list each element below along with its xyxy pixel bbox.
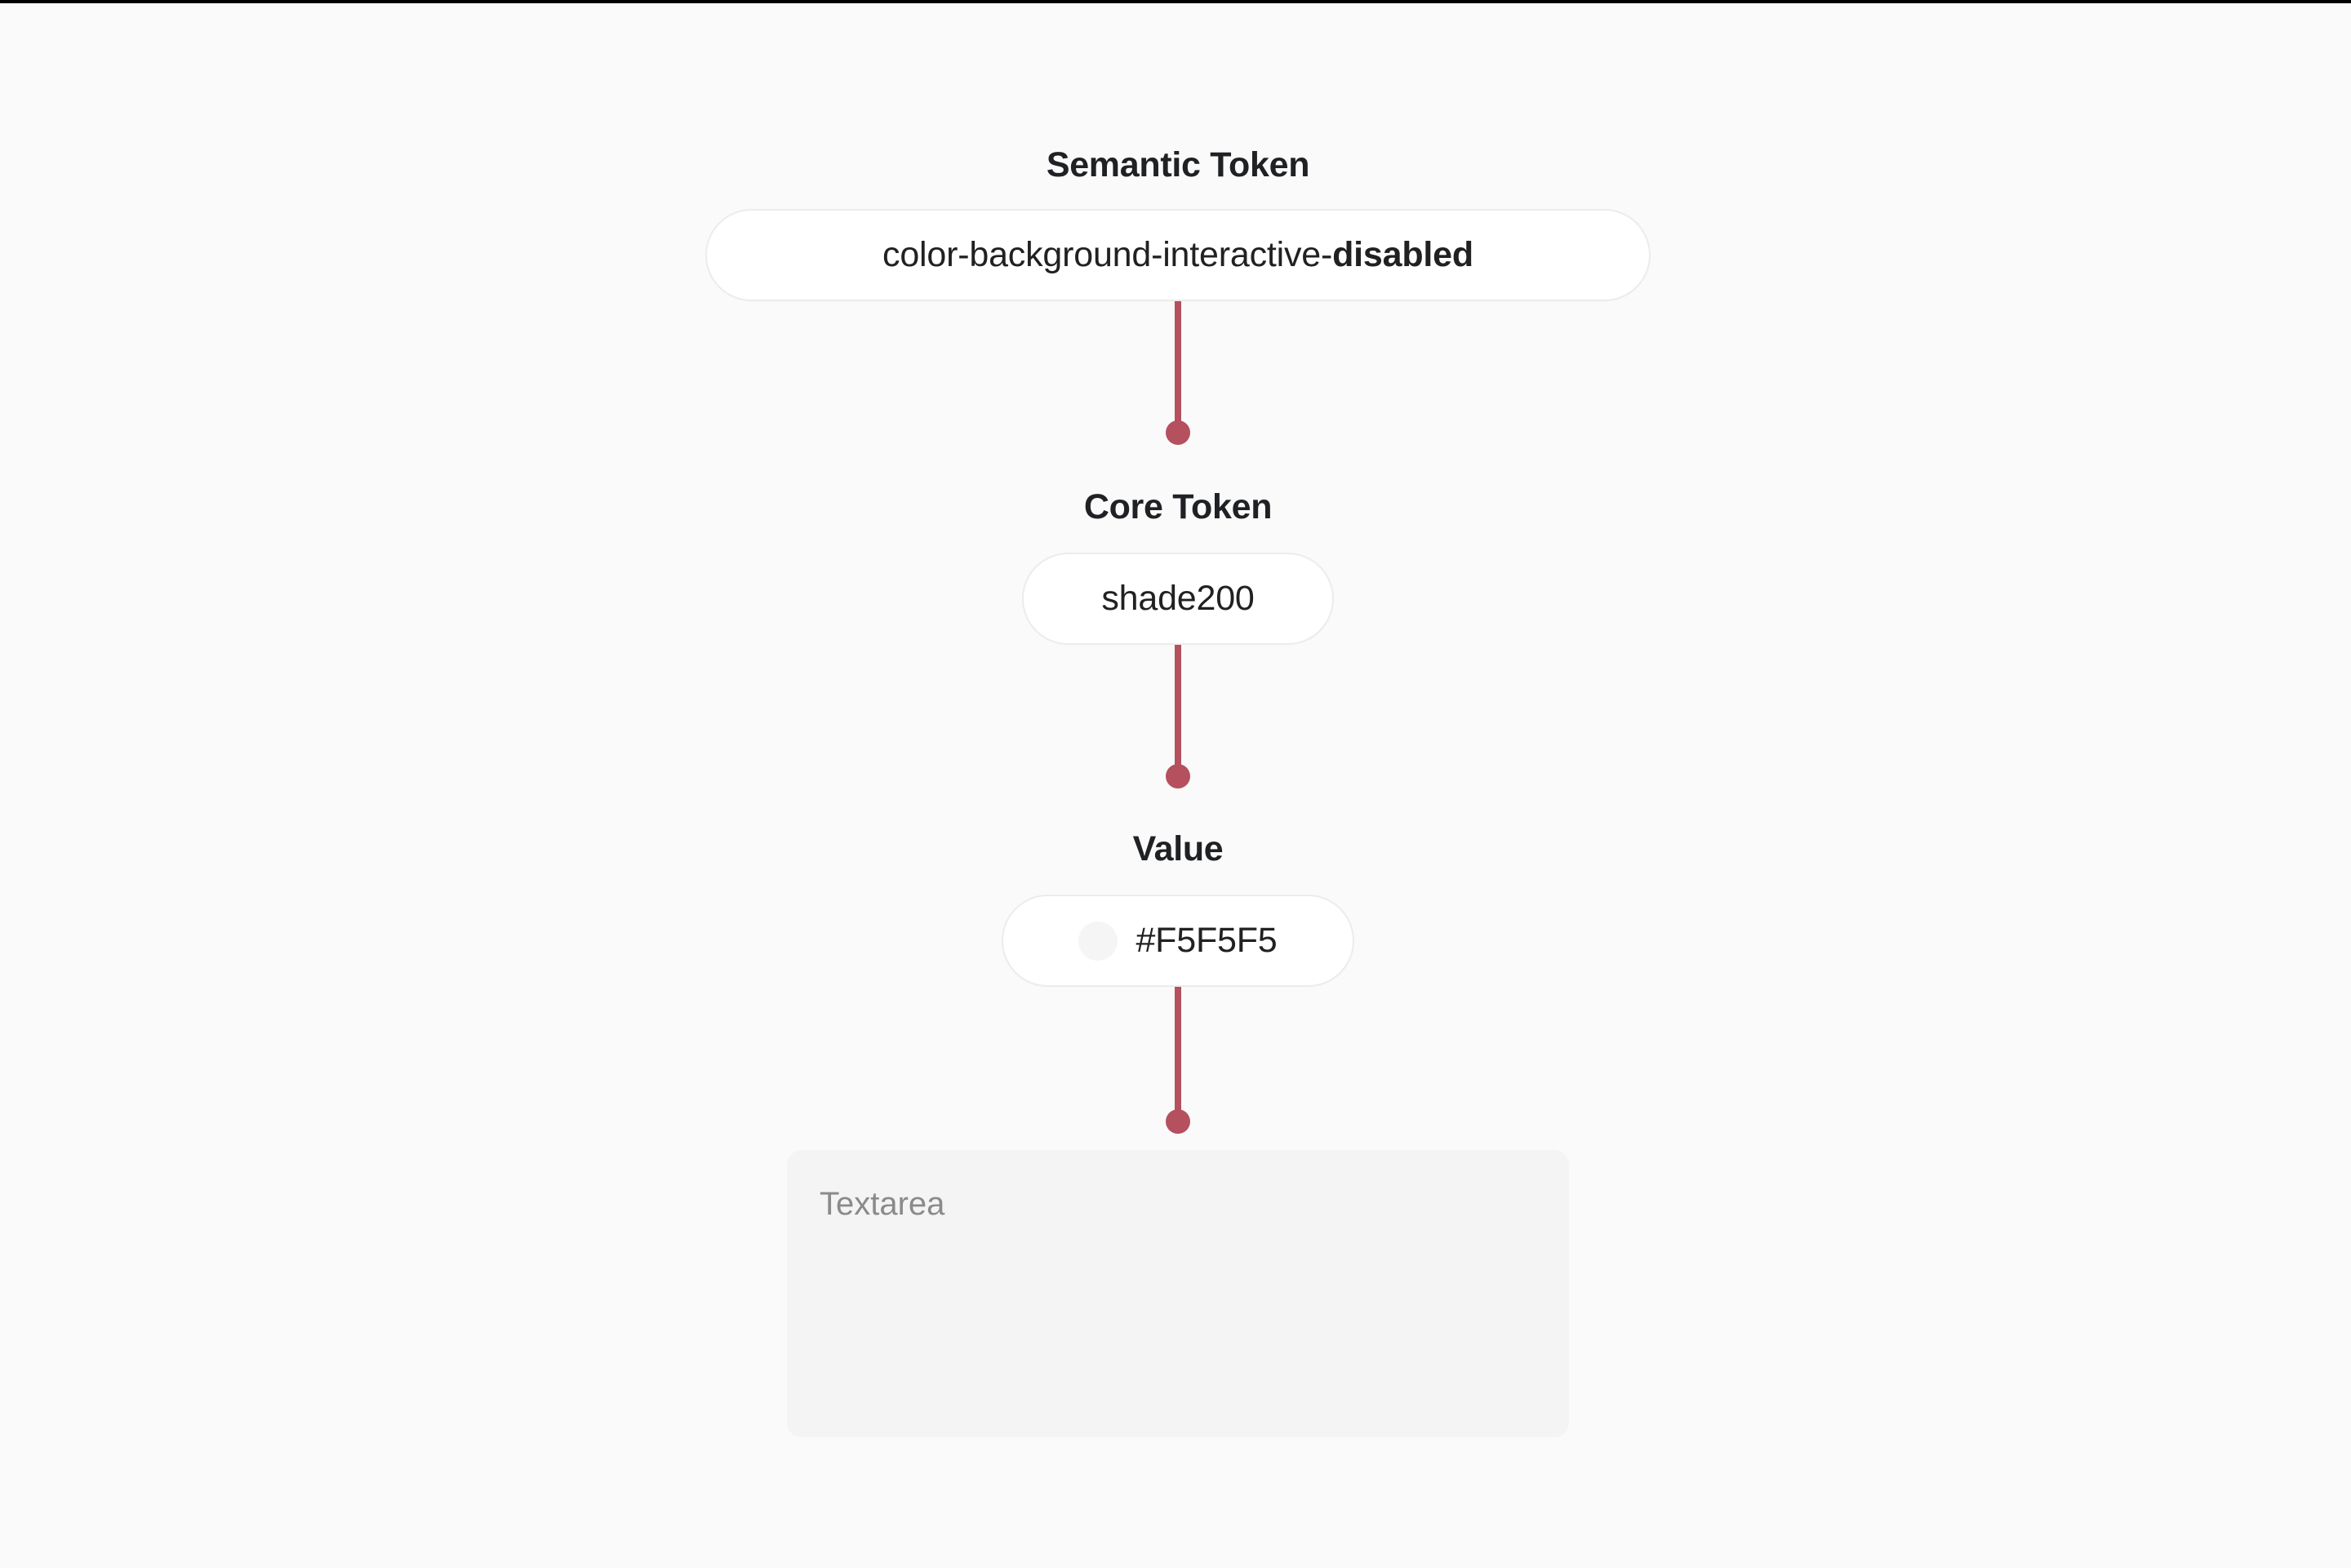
top-black-bar xyxy=(0,0,2351,3)
value-heading: Value xyxy=(1132,829,1224,868)
connector-value-to-textarea xyxy=(1162,987,1194,1134)
connector-core-to-value xyxy=(1162,645,1194,788)
connector-semantic-to-core xyxy=(1162,301,1194,445)
textarea-preview[interactable] xyxy=(787,1150,1569,1437)
semantic-token-text-bold: disabled xyxy=(1332,235,1473,274)
connector-line xyxy=(1175,301,1181,433)
semantic-token-pill[interactable]: color-background-interactive-disabled xyxy=(705,209,1651,301)
semantic-token-pill-label: color-background-interactive-disabled xyxy=(882,235,1473,275)
connector-line xyxy=(1175,645,1181,776)
value-pill[interactable]: #F5F5F5 xyxy=(1002,895,1354,987)
connector-dot xyxy=(1166,1109,1190,1134)
core-token-pill[interactable]: shade200 xyxy=(1022,553,1334,645)
core-token-heading: Core Token xyxy=(1083,487,1273,526)
semantic-token-text-regular: color-background-interactive- xyxy=(882,235,1333,274)
core-token-pill-label: shade200 xyxy=(1101,579,1255,618)
color-swatch-icon xyxy=(1078,921,1118,961)
connector-dot xyxy=(1166,420,1190,445)
connector-line xyxy=(1175,987,1181,1122)
connector-dot xyxy=(1166,764,1190,788)
value-pill-label: #F5F5F5 xyxy=(1136,921,1278,960)
semantic-token-heading: Semantic Token xyxy=(1046,145,1310,184)
